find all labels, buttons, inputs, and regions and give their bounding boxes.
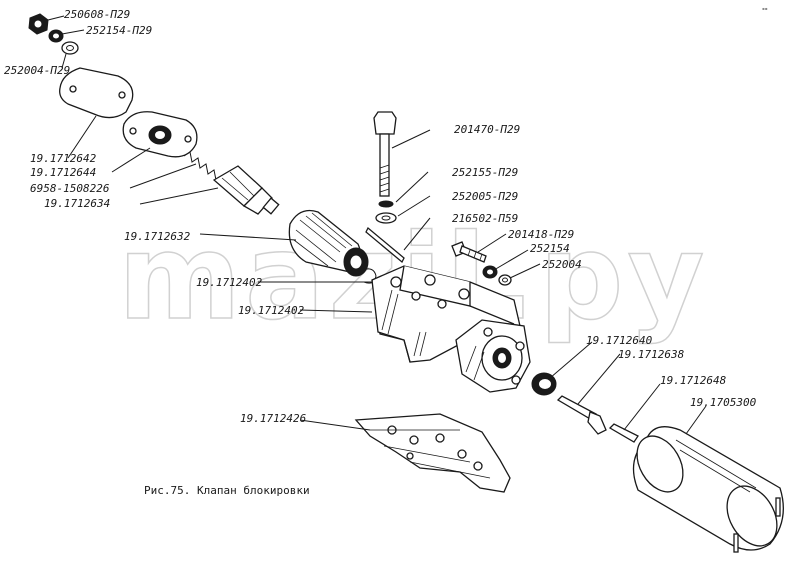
nut-part bbox=[28, 13, 49, 35]
plunger-part bbox=[212, 165, 280, 215]
label-1712640: 19.1712640 bbox=[586, 334, 653, 347]
valve-body-part bbox=[371, 265, 531, 393]
cover-plate-part bbox=[59, 67, 134, 119]
label-1712632: 19.1712632 bbox=[124, 230, 191, 243]
label-201418: 201418-П29 bbox=[508, 228, 574, 241]
long-bolt-part bbox=[373, 111, 397, 197]
pin-part bbox=[365, 226, 405, 264]
label-252154-small: 252154 bbox=[530, 242, 570, 255]
part-labels: 250608-П29 252154-П29 252004-П29 19.1712… bbox=[4, 8, 757, 425]
flat-washer-part bbox=[61, 41, 79, 55]
small-nut-washer-part bbox=[482, 265, 512, 286]
leader-lines bbox=[47, 15, 707, 435]
rod-pin-part bbox=[608, 423, 639, 443]
solenoid-cylinder-part bbox=[632, 426, 784, 553]
seal-part bbox=[531, 372, 557, 396]
label-1712642: 19.1712642 bbox=[30, 152, 97, 165]
rod-part bbox=[556, 395, 607, 435]
bolt-washers-part bbox=[375, 200, 397, 224]
snap-ring-part bbox=[361, 268, 377, 284]
gasket-part bbox=[354, 413, 511, 493]
spring-washer-part bbox=[48, 29, 64, 43]
label-1705300: 19.1705300 bbox=[690, 396, 757, 409]
label-1712648: 19.1712648 bbox=[660, 374, 727, 387]
label-216502: 216502-П59 bbox=[452, 212, 518, 225]
label-252004-small: 252004 bbox=[542, 258, 582, 271]
label-1712634: 19.1712634 bbox=[44, 197, 110, 210]
label-1712426: 19.1712426 bbox=[240, 412, 307, 425]
label-6958: 6958-1508226 bbox=[30, 182, 110, 195]
flange-part bbox=[122, 111, 198, 158]
label-1712402-a: 19.1712402 bbox=[196, 276, 263, 289]
label-201470: 201470-П29 bbox=[454, 123, 520, 136]
corner-mark: ▪▪ bbox=[762, 6, 768, 11]
label-252154: 252154-П29 bbox=[86, 24, 152, 37]
label-252005: 252005-П29 bbox=[452, 190, 518, 203]
label-252004-p29: 252004-П29 bbox=[4, 64, 70, 77]
label-1712402-b: 19.1712402 bbox=[238, 304, 305, 317]
short-bolt-part bbox=[451, 241, 487, 263]
spring-part bbox=[183, 151, 223, 181]
figure-caption: Рис.75. Клапан блокировки bbox=[144, 484, 310, 497]
piston-part bbox=[288, 209, 369, 277]
label-1712638: 19.1712638 bbox=[618, 348, 685, 361]
label-250608: 250608-П29 bbox=[64, 8, 130, 21]
label-252155: 252155-П29 bbox=[452, 166, 518, 179]
label-1712644: 19.1712644 bbox=[30, 166, 96, 179]
